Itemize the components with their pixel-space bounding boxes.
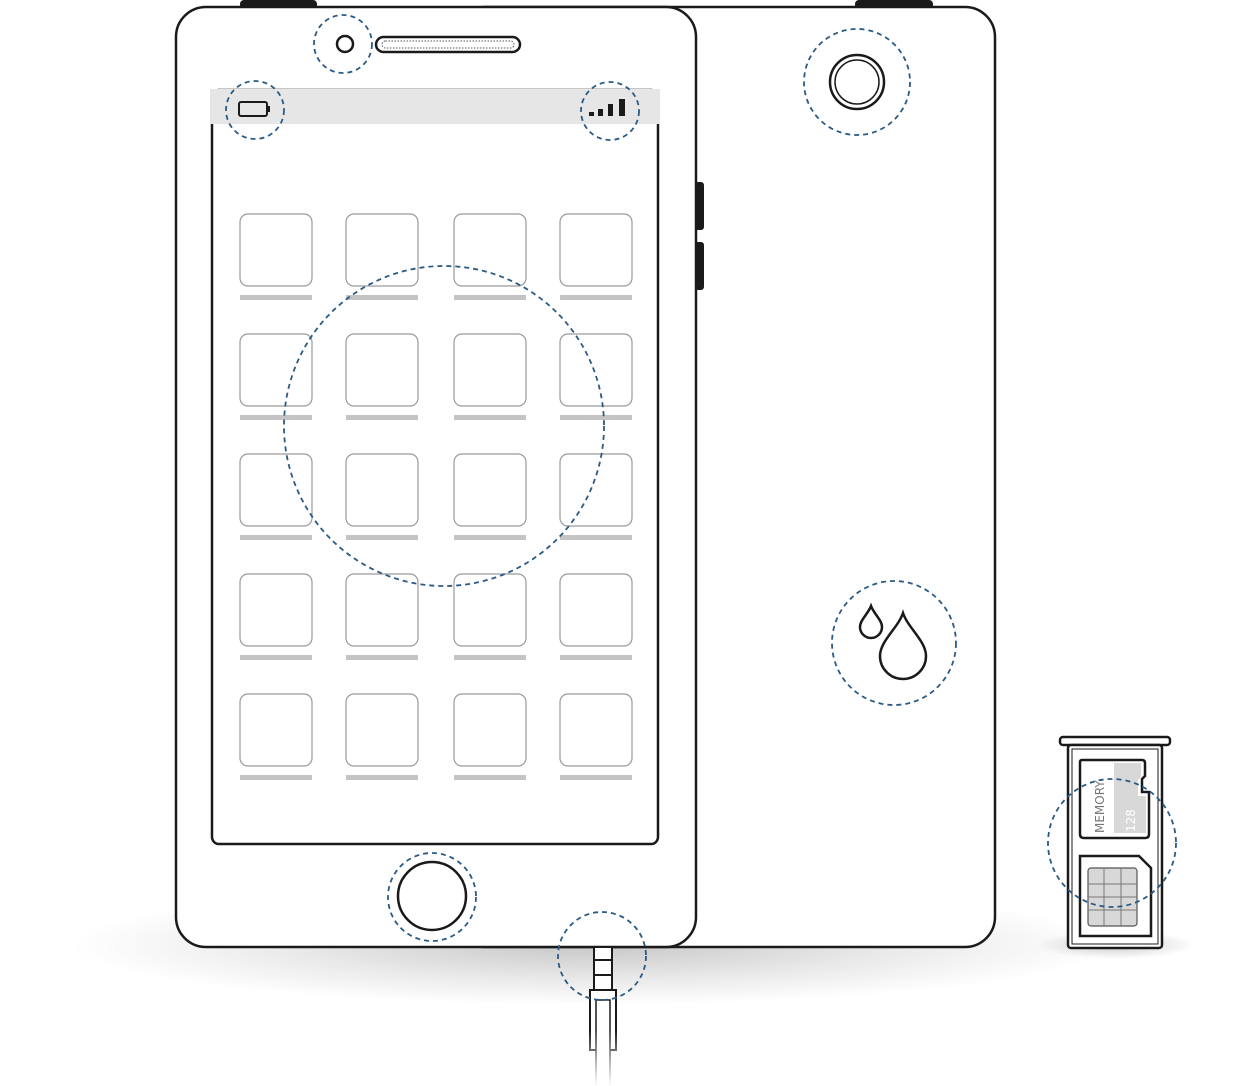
app-label-placeholder (346, 655, 418, 660)
app-icon[interactable] (239, 573, 313, 660)
water-drops-icon (858, 602, 928, 681)
highlight-front-camera (313, 14, 373, 74)
app-icon[interactable] (559, 213, 633, 300)
app-label-placeholder (454, 415, 526, 420)
sd-card-capacity: 128 (1124, 809, 1138, 832)
app-icon[interactable] (559, 573, 633, 660)
app-icon[interactable] (559, 693, 633, 780)
app-icon-tile[interactable] (345, 573, 419, 647)
front-camera-icon (335, 34, 355, 54)
app-label-placeholder (560, 775, 632, 780)
highlight-home-button (387, 852, 477, 942)
app-icon[interactable] (453, 453, 527, 540)
app-label-placeholder (560, 655, 632, 660)
home-button-icon[interactable] (396, 860, 468, 932)
app-label-placeholder (240, 655, 312, 660)
app-icon-tile[interactable] (559, 573, 633, 647)
highlight-water-resistance (831, 580, 957, 706)
app-label-placeholder (346, 415, 418, 420)
app-icon-tile[interactable] (345, 213, 419, 287)
sim-card-icon (1078, 854, 1153, 938)
app-icon[interactable] (559, 333, 633, 420)
sd-card-label: MEMORY (1093, 780, 1107, 833)
app-label-placeholder (560, 415, 632, 420)
app-icon[interactable] (345, 573, 419, 660)
highlight-screen (283, 265, 605, 587)
app-icon[interactable] (453, 213, 527, 300)
app-label-placeholder (454, 535, 526, 540)
app-icon-tile[interactable] (239, 333, 313, 407)
micro-sd-card-icon: MEMORY 128 (1078, 758, 1151, 840)
app-icon-tile[interactable] (559, 213, 633, 287)
app-label-placeholder (454, 655, 526, 660)
app-icon-tile[interactable] (345, 693, 419, 767)
app-icon-tile[interactable] (239, 453, 313, 527)
highlight-rear-camera (803, 28, 911, 136)
app-icon-tile[interactable] (559, 693, 633, 767)
app-icon-tile[interactable] (453, 453, 527, 527)
highlight-sim-tray (1047, 778, 1177, 908)
app-label-placeholder (240, 535, 312, 540)
app-label-placeholder (240, 415, 312, 420)
app-label-placeholder (346, 295, 418, 300)
sim-chip-icon (1087, 867, 1138, 927)
app-icon[interactable] (345, 333, 419, 420)
app-icon[interactable] (239, 213, 313, 300)
app-icon-tile[interactable] (453, 693, 527, 767)
app-label-placeholder (346, 775, 418, 780)
app-icon-tile[interactable] (239, 573, 313, 647)
app-label-placeholder (560, 535, 632, 540)
highlight-signal (580, 81, 640, 141)
app-icon[interactable] (239, 333, 313, 420)
app-label-placeholder (346, 535, 418, 540)
app-icon-tile[interactable] (345, 333, 419, 407)
app-icon[interactable] (453, 573, 527, 660)
app-icon[interactable] (453, 693, 527, 780)
app-label-placeholder (240, 775, 312, 780)
screen (210, 88, 660, 846)
app-icon[interactable] (345, 213, 419, 300)
app-icon[interactable] (239, 693, 313, 780)
highlight-battery (225, 80, 285, 140)
app-icon-tile[interactable] (239, 693, 313, 767)
app-label-placeholder (560, 295, 632, 300)
app-icon-tile[interactable] (239, 213, 313, 287)
app-icon[interactable] (345, 453, 419, 540)
app-icon-tile[interactable] (453, 213, 527, 287)
app-icon[interactable] (559, 453, 633, 540)
earpiece-speaker-icon (374, 35, 522, 54)
app-icon[interactable] (345, 693, 419, 780)
app-icon-tile[interactable] (345, 453, 419, 527)
rear-camera-icon (828, 53, 886, 111)
status-bar (210, 89, 660, 124)
app-icon-tile[interactable] (453, 573, 527, 647)
app-label-placeholder (454, 775, 526, 780)
battery-icon (238, 101, 270, 117)
app-icon-tile[interactable] (559, 333, 633, 407)
app-label-placeholder (454, 295, 526, 300)
app-icon-tile[interactable] (559, 453, 633, 527)
app-icon[interactable] (453, 333, 527, 420)
highlight-headphone-jack (557, 911, 647, 1001)
signal-bars-icon (589, 99, 625, 116)
app-label-placeholder (240, 295, 312, 300)
highlight-circles (225, 14, 1177, 1001)
app-grid (239, 213, 633, 780)
app-icon[interactable] (239, 453, 313, 540)
app-icon-tile[interactable] (453, 333, 527, 407)
